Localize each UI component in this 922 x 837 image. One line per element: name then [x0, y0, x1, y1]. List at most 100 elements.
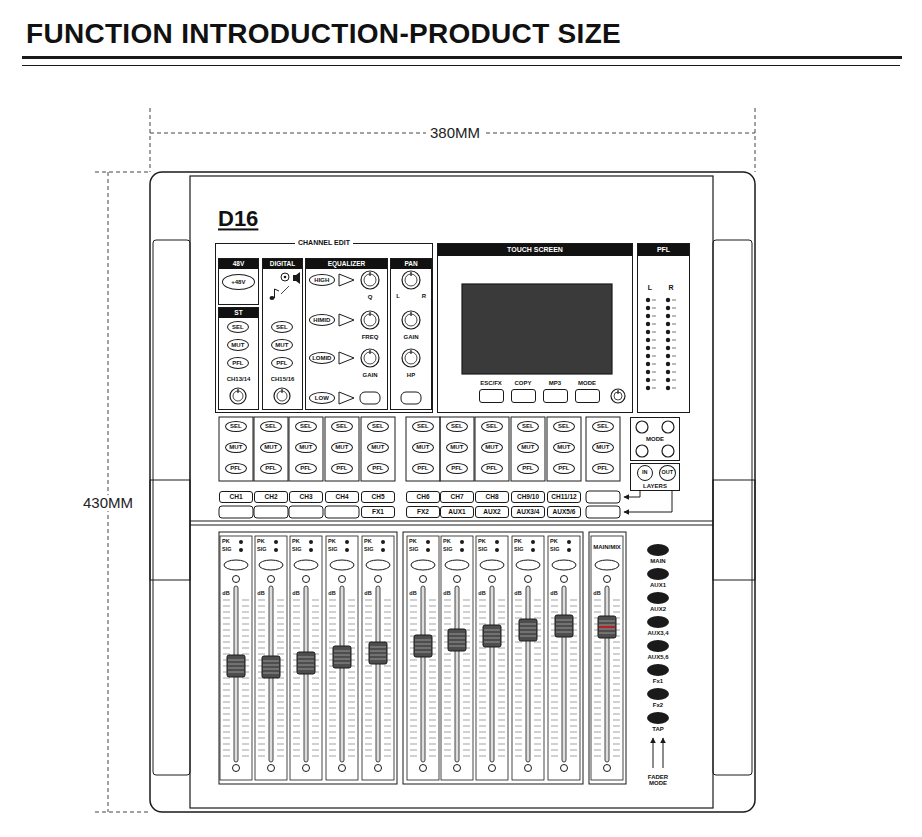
fader-mode-button: Fx1: [647, 664, 669, 676]
scale-tick: [498, 612, 505, 613]
scale-tick: [515, 660, 522, 661]
fader-slot: [455, 586, 459, 762]
phantom-icon-dot: [284, 276, 287, 279]
round-button: IN: [637, 465, 653, 481]
scale-tick: [365, 744, 372, 745]
scale-tick: [463, 612, 470, 613]
scale-tick: [551, 738, 558, 739]
section-heading: DIGITAL: [263, 259, 302, 269]
cap-ridge: [228, 664, 244, 665]
label-button: MP3: [543, 389, 568, 403]
cap-ridge: [263, 673, 279, 674]
scale-tick: [479, 612, 486, 613]
scale-tick: [429, 744, 436, 745]
scale-tick: [293, 678, 300, 679]
control-label: AUX1: [448, 509, 465, 516]
channel-strip: [406, 417, 440, 481]
scale-tick: [429, 678, 436, 679]
fader-cap: [414, 635, 432, 657]
meter-led: [646, 314, 650, 318]
scale-tick: [242, 750, 249, 751]
scale-tick: [463, 726, 470, 727]
push-button: MUT: [227, 339, 249, 351]
meter-label: PK: [514, 539, 522, 545]
meter-tick: [672, 380, 676, 381]
meter-label: SIG: [478, 547, 487, 553]
scale-label: dB: [409, 591, 416, 597]
scale-tick: [594, 600, 601, 601]
display-section: TOUCH SCREENESC/FXCOPYMP3MODE: [437, 243, 633, 413]
meter-label: SIG: [328, 547, 337, 553]
scale-tick: [277, 612, 284, 613]
scale-tick: [365, 726, 372, 727]
scale-tick: [570, 666, 577, 667]
control-label: MUT: [335, 444, 348, 450]
scale-tick: [429, 720, 436, 721]
scale-tick: [348, 744, 355, 745]
scale-tick: [293, 708, 300, 709]
cap-ridge: [484, 630, 500, 631]
knob-pointer: [237, 389, 238, 393]
scale-tick: [293, 732, 300, 733]
scale-tick: [613, 684, 620, 685]
scale-tick: [348, 756, 355, 757]
knob: [361, 271, 379, 289]
scale-tick: [594, 660, 601, 661]
scale-tick: [444, 600, 451, 601]
scale-tick: [348, 600, 355, 601]
cap-ridge: [370, 651, 386, 652]
cap-ridge: [334, 651, 350, 652]
channel-strip: [586, 417, 620, 481]
scale-tick: [384, 630, 391, 631]
small-button: [401, 392, 421, 404]
push-button: PFL: [412, 463, 434, 474]
meter-led: [646, 338, 650, 342]
knob-pointer: [369, 272, 370, 276]
scale-tick: [223, 624, 230, 625]
scale-tick: [534, 606, 541, 607]
meter-tick: [672, 300, 676, 301]
cap-ridge: [263, 661, 279, 662]
push-button: HIGH: [309, 274, 335, 286]
fader-strip: [476, 536, 508, 780]
scale-tick: [534, 684, 541, 685]
scale-tick: [223, 648, 230, 649]
meter-label: SIG: [409, 547, 418, 553]
control-label: PFL: [597, 465, 608, 471]
fader-slot: [376, 586, 380, 762]
scale-tick: [463, 756, 470, 757]
scale-tick: [515, 618, 522, 619]
scale-tick: [365, 606, 372, 607]
control-label: LOMID: [312, 355, 331, 361]
mode-button: [636, 421, 648, 433]
channel-strip: [325, 417, 359, 481]
knob: [402, 349, 420, 367]
scale-tick: [329, 684, 336, 685]
scale-tick: [551, 726, 558, 727]
control-label: PFL: [276, 360, 287, 366]
scale-tick: [365, 732, 372, 733]
meter-led: [666, 314, 670, 318]
scale-tick: [242, 726, 249, 727]
control-label: MUT: [450, 444, 463, 450]
scale-tick: [498, 648, 505, 649]
fader-strip: [441, 536, 473, 780]
scale-tick: [293, 642, 300, 643]
control-label: SEL: [417, 423, 429, 429]
empty-label-button: [289, 506, 323, 518]
scale-tick: [444, 696, 451, 697]
scale-tick: [312, 636, 319, 637]
scale-tick: [365, 690, 372, 691]
screen: [462, 284, 612, 374]
scale-tick: [463, 714, 470, 715]
scale-tick: [429, 702, 436, 703]
scale-tick: [613, 660, 620, 661]
scale-tick: [429, 750, 436, 751]
scale-tick: [594, 690, 601, 691]
scale-tick: [258, 738, 265, 739]
scale-tick: [463, 708, 470, 709]
scale-tick: [613, 702, 620, 703]
control-label: CH4: [335, 494, 348, 501]
scale-tick: [223, 714, 230, 715]
scale-tick: [365, 624, 372, 625]
